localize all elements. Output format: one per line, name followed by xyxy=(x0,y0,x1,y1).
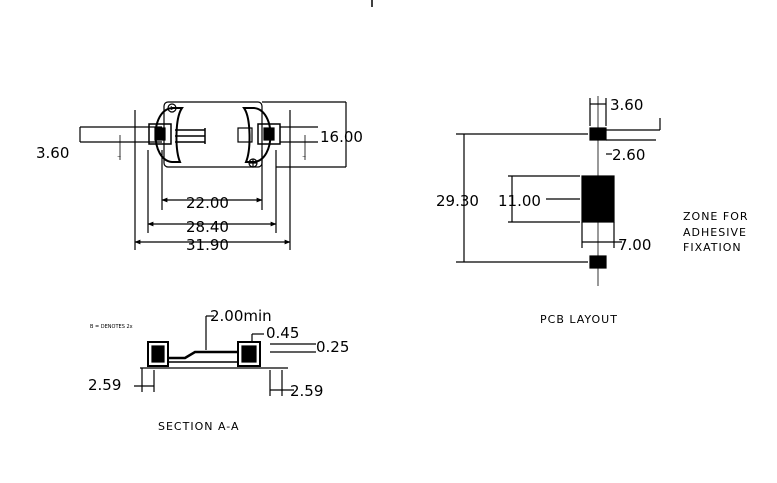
minus-right-label: − xyxy=(302,154,306,160)
dim-mid-width: 28.40 xyxy=(186,218,229,236)
pcb-top-pad xyxy=(589,127,607,141)
section-title: SECTION A-A xyxy=(158,420,240,433)
dim-top-thickness: 0.45 xyxy=(266,324,299,342)
dim-zone-width: 7.00 xyxy=(618,236,651,254)
section-note: B = DENOTES 2x xyxy=(90,324,133,330)
section-right-wall xyxy=(237,341,261,367)
left-clip xyxy=(154,107,184,163)
dim-pad-width: 3.60 xyxy=(610,96,643,114)
zone-note-line2: ADHESIVE xyxy=(683,226,747,239)
pcb-layout-title: PCB LAYOUT xyxy=(540,313,618,326)
dim-center-pad: 11.00 xyxy=(498,192,541,210)
top-view xyxy=(79,101,347,250)
dim-left-offset: 2.59 xyxy=(88,376,121,394)
dim-right-offset: 2.59 xyxy=(290,382,323,400)
pcb-center-pad xyxy=(581,175,615,223)
section-view xyxy=(134,315,316,396)
dim-outer-width: 31.90 xyxy=(186,236,229,254)
dim-height-right: 16.00 xyxy=(320,128,363,146)
spring-contact xyxy=(175,128,206,144)
dim-clearance: 0.25 xyxy=(316,338,349,356)
pin1-label: 1 xyxy=(170,106,173,112)
dim-min-height: 2.00min xyxy=(210,307,272,325)
dim-height-left: 3.60 xyxy=(36,144,69,162)
zone-note-line3: FIXATION xyxy=(683,241,742,254)
pcb-bottom-pad xyxy=(589,255,607,269)
section-left-wall xyxy=(147,341,169,367)
dim-inner-width: 22.00 xyxy=(186,194,229,212)
minus-left-label: − xyxy=(117,154,121,160)
pcb-layout xyxy=(456,96,661,286)
dim-total-span: 29.30 xyxy=(436,192,479,210)
right-clip xyxy=(242,107,272,163)
zone-note-line1: ZONE FOR xyxy=(683,210,749,223)
dim-pad-gap: 2.60 xyxy=(612,146,645,164)
pin1-marker xyxy=(167,103,177,113)
